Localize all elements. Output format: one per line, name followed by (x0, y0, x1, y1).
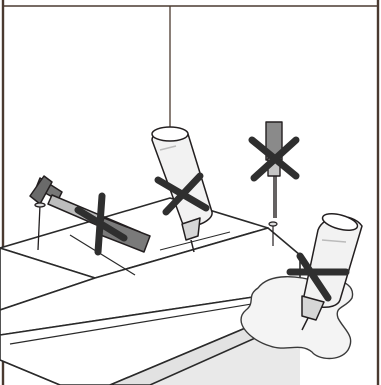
screwdriver-icon (266, 122, 282, 218)
